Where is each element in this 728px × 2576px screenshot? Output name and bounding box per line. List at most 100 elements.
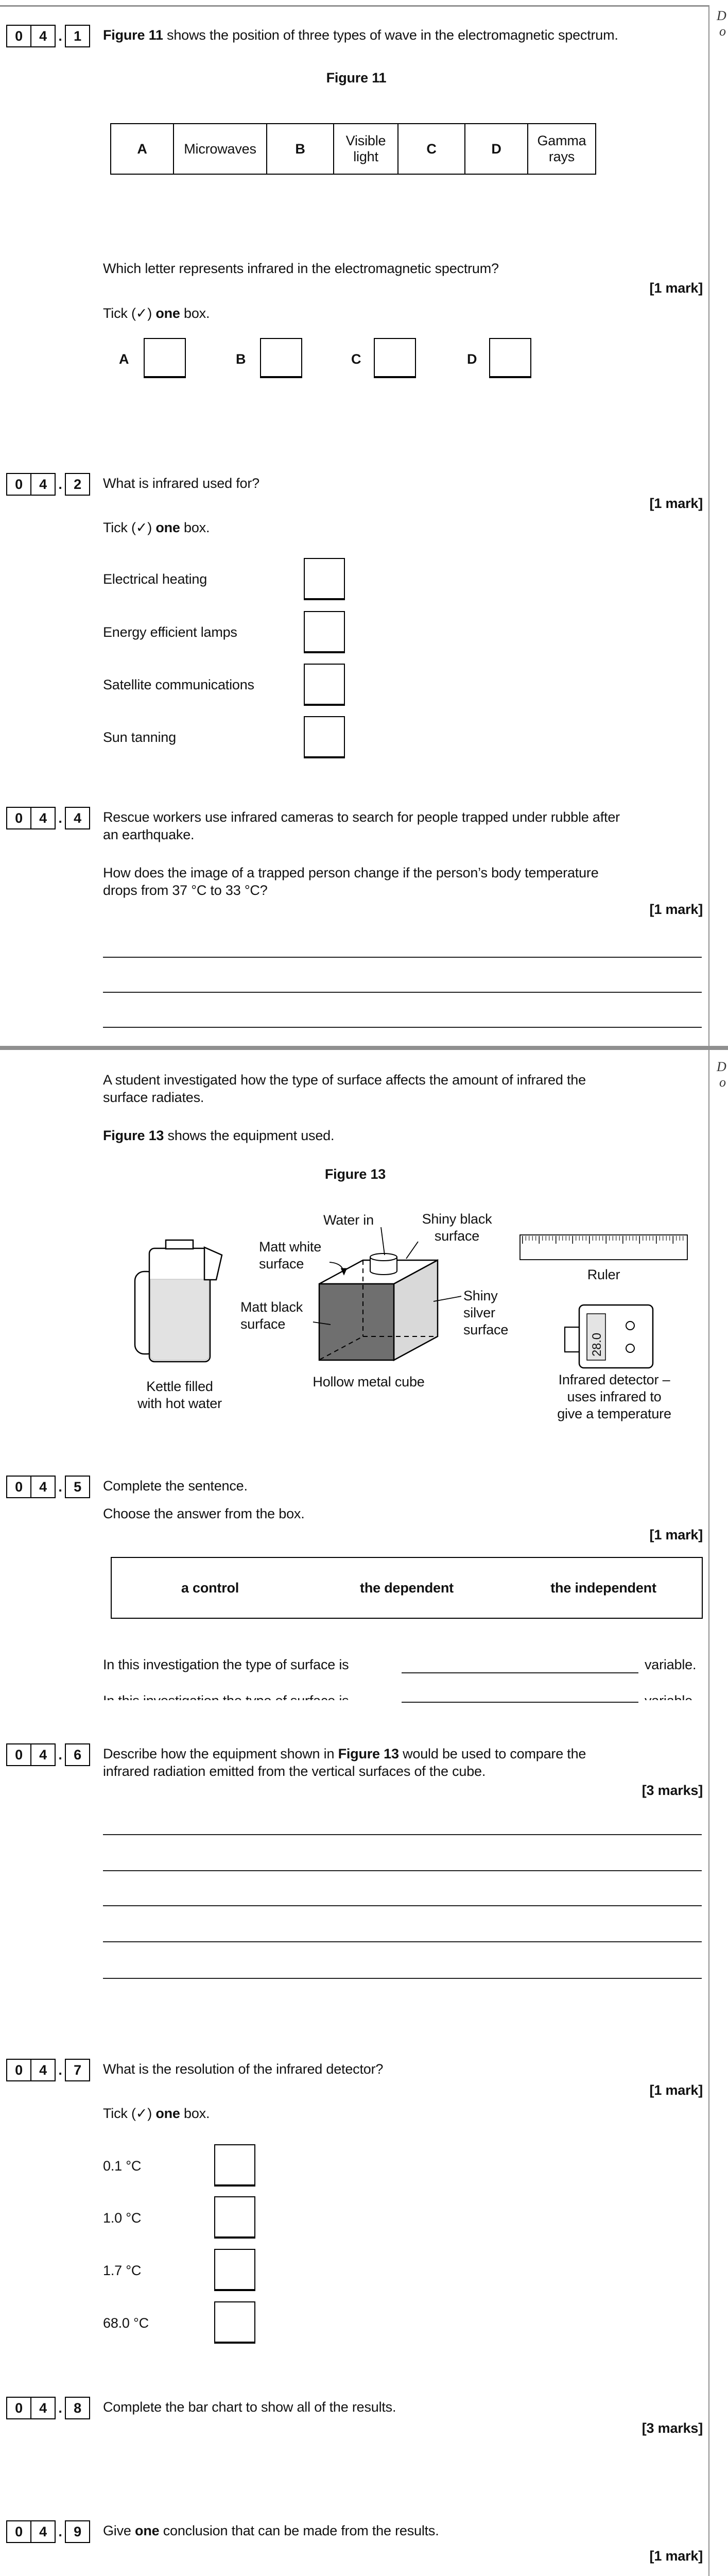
choice-label-a: A bbox=[119, 351, 129, 367]
checkbox-68-0-c[interactable] bbox=[214, 2301, 255, 2344]
kettle-spout bbox=[203, 1246, 223, 1281]
checkbox-b[interactable] bbox=[260, 338, 302, 378]
q045-sentence-start: In this investigation the type of surfac… bbox=[103, 1657, 349, 1672]
checkbox-0-1-c[interactable] bbox=[214, 2144, 255, 2187]
q046-line1: Describe how the equipment shown in Figu… bbox=[103, 1746, 586, 1761]
answer-line[interactable] bbox=[103, 1870, 702, 1871]
choice-label-b: B bbox=[236, 351, 246, 367]
detector-body bbox=[578, 1304, 654, 1369]
q041-question: Which letter represents infrared in the … bbox=[103, 261, 499, 276]
q047-marks: [1 mark] bbox=[649, 2082, 703, 2098]
question-number-box-048: 0 4 . 8 bbox=[6, 2397, 90, 2419]
page-break-band bbox=[0, 1046, 728, 1050]
answer-line[interactable] bbox=[103, 1834, 702, 1835]
option-label: Sun tanning bbox=[103, 730, 176, 745]
q044-marks: [1 mark] bbox=[649, 902, 703, 917]
checkbox-energy-efficient-lamps[interactable] bbox=[304, 611, 345, 653]
qnum-digit: 8 bbox=[65, 2397, 90, 2419]
q042-question: What is infrared used for? bbox=[103, 476, 259, 491]
q049a-marks: [1 mark] bbox=[649, 2548, 703, 2564]
matt-white-pointer bbox=[329, 1262, 348, 1276]
matt-black-label: Matt black surface bbox=[240, 1299, 303, 1332]
answer-line[interactable] bbox=[103, 1027, 702, 1028]
q045-marks: [1 mark] bbox=[649, 1527, 703, 1543]
kettle-body bbox=[148, 1247, 211, 1363]
qnum-digit: 5 bbox=[65, 1476, 90, 1498]
table-cell: B bbox=[267, 123, 334, 175]
checkbox-1-7-c[interactable] bbox=[214, 2249, 255, 2291]
q047-tick-instruction: Tick (✓) one box. bbox=[103, 2106, 210, 2121]
qnum-digit: 2 bbox=[65, 473, 90, 496]
qnum-digit: 4 bbox=[31, 2520, 56, 2543]
kettle-lid-knob bbox=[165, 1239, 194, 1250]
q045-sentence-end: variable. bbox=[645, 1657, 697, 1672]
qnum-digit: 4 bbox=[31, 807, 56, 829]
qnum-dot: . bbox=[58, 810, 62, 826]
answer-line[interactable] bbox=[103, 992, 702, 993]
q044-para2-line1: How does the image of a trapped person c… bbox=[103, 865, 599, 880]
qnum-dot: . bbox=[58, 2062, 62, 2078]
question-number-box-049a: 0 4 . 9 bbox=[6, 2520, 90, 2543]
investigation-intro-line2: surface radiates. bbox=[103, 1090, 204, 1105]
checkbox-sun-tanning[interactable] bbox=[304, 716, 345, 758]
page-top-border bbox=[0, 5, 709, 7]
qnum-digit: 6 bbox=[65, 1743, 90, 1766]
figure-11-caption: Figure 11 bbox=[326, 70, 387, 86]
checkbox-d[interactable] bbox=[489, 338, 531, 378]
qnum-dot: . bbox=[58, 2523, 62, 2539]
question-number-box-044: 0 4 . 4 bbox=[6, 807, 90, 829]
water-cylinder-bottom bbox=[370, 1270, 397, 1275]
q047-question: What is the resolution of the infrared d… bbox=[103, 2061, 384, 2077]
box-option: the dependent bbox=[360, 1580, 454, 1596]
option-label: Satellite communications bbox=[103, 677, 254, 692]
detector-reading: 28.0 bbox=[590, 1333, 604, 1357]
table-cell: D bbox=[465, 123, 528, 175]
detector-label: Infrared detector – uses infrared to giv… bbox=[557, 1372, 671, 1421]
figure-13-caption: Figure 13 bbox=[324, 1166, 386, 1182]
qnum-digit: 4 bbox=[31, 2397, 56, 2419]
question-number-box-045: 0 4 . 5 bbox=[6, 1476, 90, 1498]
q045-blank[interactable] bbox=[402, 1672, 638, 1673]
detector-button bbox=[626, 1344, 635, 1353]
answer-line[interactable] bbox=[103, 957, 702, 958]
checkbox-electrical-heating[interactable] bbox=[304, 558, 345, 600]
qnum-digit: 7 bbox=[65, 2059, 90, 2081]
margin-note-letter: D bbox=[717, 8, 726, 23]
option-label: 1.7 °C bbox=[103, 2263, 142, 2278]
qnum-digit: 4 bbox=[31, 473, 56, 496]
detector-button bbox=[626, 1321, 635, 1330]
qnum-digit: 0 bbox=[6, 1476, 31, 1498]
q044-para2-line2: drops from 37 °C to 33 °C? bbox=[103, 883, 268, 898]
cube-shiny-silver-face bbox=[393, 1259, 439, 1362]
choice-label-d: D bbox=[467, 351, 477, 367]
cube-top-face bbox=[319, 1259, 438, 1285]
q042-tick-instruction: Tick (✓) one box. bbox=[103, 520, 210, 535]
shiny-silver-pointer bbox=[433, 1296, 462, 1302]
answer-line[interactable] bbox=[103, 1905, 702, 1906]
table-cell: Visible light bbox=[334, 123, 398, 175]
kettle-handle bbox=[134, 1270, 158, 1355]
answer-line[interactable] bbox=[103, 1978, 702, 1979]
qnum-digit: 0 bbox=[6, 25, 31, 47]
qnum-dot: . bbox=[58, 1747, 62, 1762]
q044-para1-line1: Rescue workers use infrared cameras to s… bbox=[103, 809, 620, 825]
shiny-black-label: Shiny black surface bbox=[422, 1211, 492, 1244]
answer-line[interactable] bbox=[103, 1941, 702, 1942]
qnum-digit: 0 bbox=[6, 807, 31, 829]
q045-question: Complete the sentence. bbox=[103, 1478, 248, 1494]
checkbox-a[interactable] bbox=[144, 338, 186, 378]
page-right-border bbox=[708, 5, 709, 2576]
margin-note-letter: o bbox=[719, 1075, 726, 1090]
q048-question: Complete the bar chart to show all of th… bbox=[103, 2399, 396, 2415]
box-option: a control bbox=[181, 1580, 239, 1596]
checkbox-satellite-communications[interactable] bbox=[304, 664, 345, 706]
q041-tick-instruction: Tick (✓) one box. bbox=[103, 306, 210, 321]
q048-marks: [3 marks] bbox=[642, 2420, 703, 2436]
q041-intro: Figure 11 shows the position of three ty… bbox=[103, 27, 618, 43]
checkbox-c[interactable] bbox=[374, 338, 416, 378]
checkbox-1-0-c[interactable] bbox=[214, 2196, 255, 2239]
qnum-digit: 0 bbox=[6, 1743, 31, 1766]
q041-marks: [1 mark] bbox=[649, 280, 703, 296]
table-cell: C bbox=[398, 123, 465, 175]
shiny-silver-label: Shiny silver surface bbox=[463, 1288, 509, 1337]
